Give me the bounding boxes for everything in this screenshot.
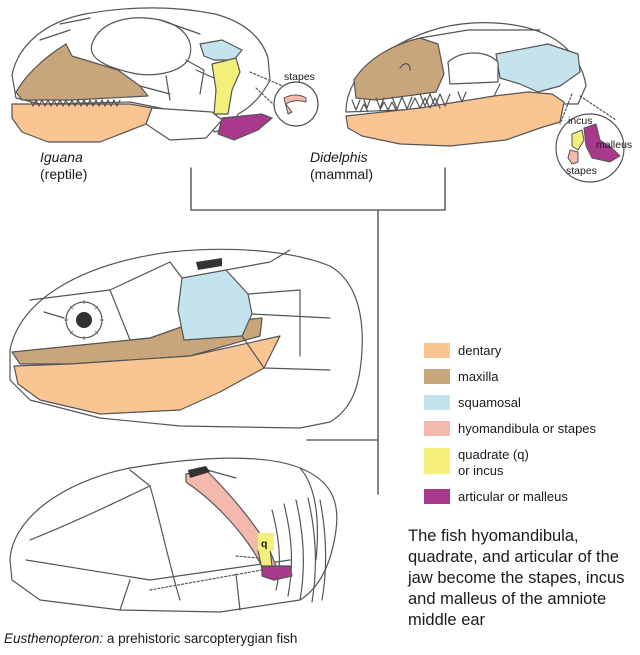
legend-quadrate: quadrate (q) or incus <box>424 445 634 481</box>
fish-caption-genus: Eusthenopteron: <box>4 631 104 646</box>
fish-quadrate-tag-box <box>258 533 274 551</box>
didelphis-maxilla <box>353 37 445 101</box>
iguana-teeth <box>29 99 121 107</box>
fish-skull-dermal <box>9 248 363 429</box>
fish-quadrate-pointer <box>149 555 263 591</box>
iguana-articular <box>217 113 273 141</box>
didelphis-group: (mammal) <box>310 166 373 182</box>
iguana-label: Iguana (reptile) <box>40 149 87 183</box>
fish-dentary <box>13 335 281 415</box>
didelphis-genus: Didelphis <box>310 149 368 165</box>
iguana-group: (reptile) <box>40 166 88 182</box>
legend-swatch <box>424 343 450 358</box>
didelphis-dentary <box>345 91 565 147</box>
iguana-stapes-bone <box>283 94 307 115</box>
fish-gill-arches <box>271 497 327 603</box>
explanation-caption: The fish hyomandibula, quadrate, and art… <box>408 527 625 629</box>
legend-label: articular or malleus <box>458 489 568 504</box>
didelphis-squamosal <box>495 43 581 93</box>
didelphis-skull <box>345 22 587 147</box>
iguana-suture-lines <box>39 17 215 101</box>
legend-swatch <box>424 421 450 436</box>
legend-swatch <box>424 395 450 410</box>
legend-maxilla: maxilla <box>424 367 634 387</box>
fish-caption: Eusthenopteron: a prehistoric sarcoptery… <box>4 630 297 647</box>
fish-articular <box>261 565 293 581</box>
fish-internal-lines <box>25 467 319 611</box>
fish-eye-ring <box>63 299 105 341</box>
didelphis-ear-callout <box>555 93 625 183</box>
iguana-postdentary <box>145 107 223 141</box>
fish-squamosal <box>177 269 253 341</box>
fish-quadrate-tag: q <box>261 538 267 550</box>
didelphis-stapes-bone <box>567 149 579 165</box>
legend-squamosal: squamosal <box>424 393 634 413</box>
iguana-orbit <box>90 17 192 76</box>
color-legend: dentary maxilla squamosal hyomandibula o… <box>424 341 634 513</box>
iguana-maxilla <box>15 43 149 101</box>
legend-stapes: hyomandibula or stapes <box>424 419 634 439</box>
didelphis-malleus-label: malleus <box>596 139 632 151</box>
didelphis-label: Didelphis (mammal) <box>310 149 373 183</box>
fish-caption-description: a prehistoric sarcopterygian fish <box>106 631 298 646</box>
iguana-dentary <box>11 103 153 143</box>
didelphis-incus-bone <box>571 129 585 151</box>
fish-suture-lines <box>29 249 331 371</box>
relationship-bracket <box>190 167 446 495</box>
fish-hyomandibula-cap <box>188 466 210 478</box>
legend-label: squamosal <box>458 395 521 410</box>
fish-braincase-outline <box>9 457 338 613</box>
didelphis-teeth <box>351 91 467 113</box>
didelphis-suture-lines <box>399 29 541 97</box>
legend-label: hyomandibula or stapes <box>458 421 597 436</box>
legend-swatch <box>424 489 450 504</box>
didelphis-stapes-label: stapes <box>566 165 597 177</box>
legend-label: maxilla <box>458 369 499 384</box>
legend-articular: articular or malleus <box>424 487 634 507</box>
legend-dentary: dentary <box>424 341 634 361</box>
fish-opercular-edge <box>196 258 222 270</box>
iguana-genus: Iguana <box>40 149 83 165</box>
legend-label: dentary <box>458 343 502 358</box>
fish-eye-inner <box>76 312 92 328</box>
didelphis-malleus-bone <box>583 123 621 163</box>
iguana-skull <box>11 7 273 143</box>
fish-skull-internal: q <box>9 457 338 613</box>
didelphis-orbit-arch <box>447 52 499 85</box>
legend-swatch <box>424 448 450 474</box>
iguana-stapes-callout <box>249 71 319 127</box>
iguana-quadrate <box>211 57 241 115</box>
didelphis-incus-label: incus <box>568 115 593 127</box>
iguana-stapes-label: stapes <box>284 71 315 83</box>
legend-label: quadrate (q) or incus <box>458 447 529 478</box>
legend-swatch <box>424 369 450 384</box>
